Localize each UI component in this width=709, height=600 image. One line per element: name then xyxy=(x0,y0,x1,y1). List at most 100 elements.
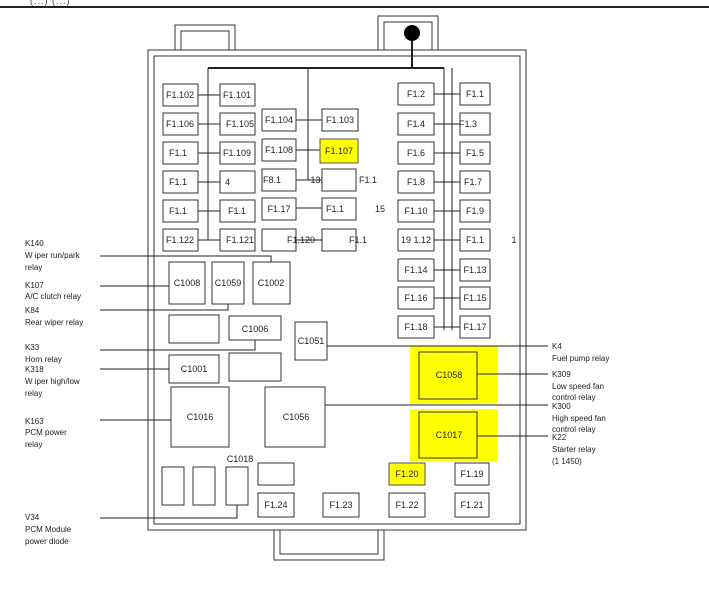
fuse-f1-17-a xyxy=(261,197,297,221)
connector-c1001-label: C1001 xyxy=(181,364,208,374)
fuse-f1-9 xyxy=(459,199,491,223)
connector-c1017-label: C1017 xyxy=(436,430,463,440)
fuse-1-label: 1 xyxy=(511,235,516,245)
relay-c1017-highlight xyxy=(410,409,498,461)
fuse-f1-19 xyxy=(454,462,490,486)
fuse-f1-122-label: F1.122 xyxy=(166,235,194,245)
label-v34-desc: PCM Module xyxy=(25,525,72,534)
fuse-f1-21 xyxy=(454,492,490,518)
label-k107-desc: A/C clutch relay xyxy=(25,292,81,301)
fuse-f1-24 xyxy=(257,492,295,518)
fuse-f1-16 xyxy=(397,286,435,310)
fuse-slot-blank xyxy=(321,168,357,192)
label-v34: V34 xyxy=(25,513,40,522)
fuse-f1-8 xyxy=(397,170,435,194)
terminal-stud xyxy=(404,25,420,41)
fuse-f1-1-g xyxy=(459,82,491,106)
relay-slot-blank-a xyxy=(168,314,220,344)
fuse-f1-1-d-label: F1.1 xyxy=(169,206,187,216)
fuse-f1-121-label: F1.121 xyxy=(226,235,254,245)
fuse-f1-104-label: F1.104 xyxy=(265,115,293,125)
connector-c1018-label: C1018 xyxy=(227,454,254,464)
fuse-f1-1-g-label: F1.1 xyxy=(466,89,484,99)
fuse-f1-10 xyxy=(397,199,435,223)
fuse-f1-109-label: F1.109 xyxy=(223,148,251,158)
label-k4-desc: Fuel pump relay xyxy=(552,354,609,363)
fuse-f1-4-label: F1.4 xyxy=(407,119,425,129)
fuse-f1-103-label: F1.103 xyxy=(326,115,354,125)
fuse-f1-4 xyxy=(397,112,435,136)
fuse-f1-5 xyxy=(459,141,491,165)
fuse-f1-15 xyxy=(459,286,491,310)
fuse-f1-1-f-label: F1.1 xyxy=(349,235,367,245)
label-k318: K318 xyxy=(25,365,44,374)
label-k318-relay: relay xyxy=(25,389,42,398)
fuse-f1-105-label: F1.105 xyxy=(226,119,254,129)
label-k140-desc: W iper run/park xyxy=(25,251,81,260)
header-fragment: (...) (...) xyxy=(30,0,71,6)
connector-c1001 xyxy=(168,354,220,384)
fuse-f1-18 xyxy=(397,315,435,339)
fuse-f8-1 xyxy=(261,168,297,192)
fuse-f8-1-b xyxy=(321,197,357,221)
connector-c1002-label: C1002 xyxy=(258,278,285,288)
fuse-slot-4 xyxy=(219,170,256,194)
connector-c1016 xyxy=(170,386,230,448)
connector-c1058 xyxy=(418,351,478,400)
fuse-f1-1-h-label: F1.1 xyxy=(466,235,484,245)
fuse-f1-5-label: F1.5 xyxy=(466,148,484,158)
label-k163: K163 xyxy=(25,417,44,426)
connector-c1008 xyxy=(168,261,206,305)
label-k300: K300 xyxy=(552,402,571,411)
fuse-f1-1-a-label: F1.1 xyxy=(169,148,187,158)
fuse-f1-21-label: F1.21 xyxy=(460,500,483,510)
fuse-f1-24-label: F1.24 xyxy=(264,500,287,510)
fuse-f1-15-label: F1.15 xyxy=(463,293,486,303)
fuse-f1-3-label: F1.3 xyxy=(459,119,477,129)
fuse-f1-1-b xyxy=(162,170,199,194)
connector-c1002 xyxy=(252,261,291,305)
diode-slot-b xyxy=(192,466,216,506)
fuse-f1-102 xyxy=(162,83,199,107)
fuse-f1-120-label: F1.120 xyxy=(287,235,315,245)
fuse-f1-7 xyxy=(459,170,491,194)
fuse-f1-17-label: F1.17 xyxy=(463,322,486,332)
fuse-f1-22 xyxy=(388,492,426,518)
fuse-f1-1-d xyxy=(162,199,199,223)
fuse-f1-10-label: F1.10 xyxy=(404,206,427,216)
fuse-f1-12 xyxy=(397,228,435,252)
fuse-f1-13-label: F1.13 xyxy=(463,265,486,275)
fuse-f1-1-f xyxy=(321,228,357,252)
diode-slot-c xyxy=(225,466,249,506)
fuse-f1-18-label: F1.18 xyxy=(404,322,427,332)
fuse-f1-109 xyxy=(219,141,256,165)
fuse-f1-122 xyxy=(162,228,199,252)
fuse-f1-8-label: F1.8 xyxy=(407,177,425,187)
fuse-15-label: 15 xyxy=(375,204,385,214)
relay-slot-blank-b xyxy=(228,352,282,382)
fuse-f1-1-b-label: F1.1 xyxy=(169,177,187,187)
label-k309: K309 xyxy=(552,370,571,379)
fuse-f1-106 xyxy=(162,112,199,136)
fuse-f1-2-label: F1.2 xyxy=(407,89,425,99)
fuse-f1-3 xyxy=(459,112,491,136)
fuse-f1-103 xyxy=(321,108,359,132)
fuse-f1-101 xyxy=(219,83,256,107)
fuse-f1-9-label: F1.9 xyxy=(466,206,484,216)
fuse-f1-7-label: F1.7 xyxy=(464,177,482,187)
fuse-f1-121 xyxy=(219,228,256,252)
label-k4: K4 xyxy=(552,342,562,351)
fuse-f1-14 xyxy=(397,258,435,282)
connector-c1059-label: C1059 xyxy=(215,278,242,288)
label-k33-desc: Horn relay xyxy=(25,355,62,364)
label-k22: K22 xyxy=(552,433,567,442)
bottom-tab-inner xyxy=(279,529,379,555)
top-tab-left-inner xyxy=(180,30,230,51)
fuse-132-label: 132 xyxy=(310,175,325,185)
label-k22-code: (1 1450) xyxy=(552,457,582,466)
connector-c1016-label: C1016 xyxy=(187,412,214,422)
label-k33: K33 xyxy=(25,343,40,352)
fuse-f1-1-a xyxy=(162,141,199,165)
fuse-f1-17 xyxy=(459,315,491,339)
diode-slot-a xyxy=(161,466,185,506)
